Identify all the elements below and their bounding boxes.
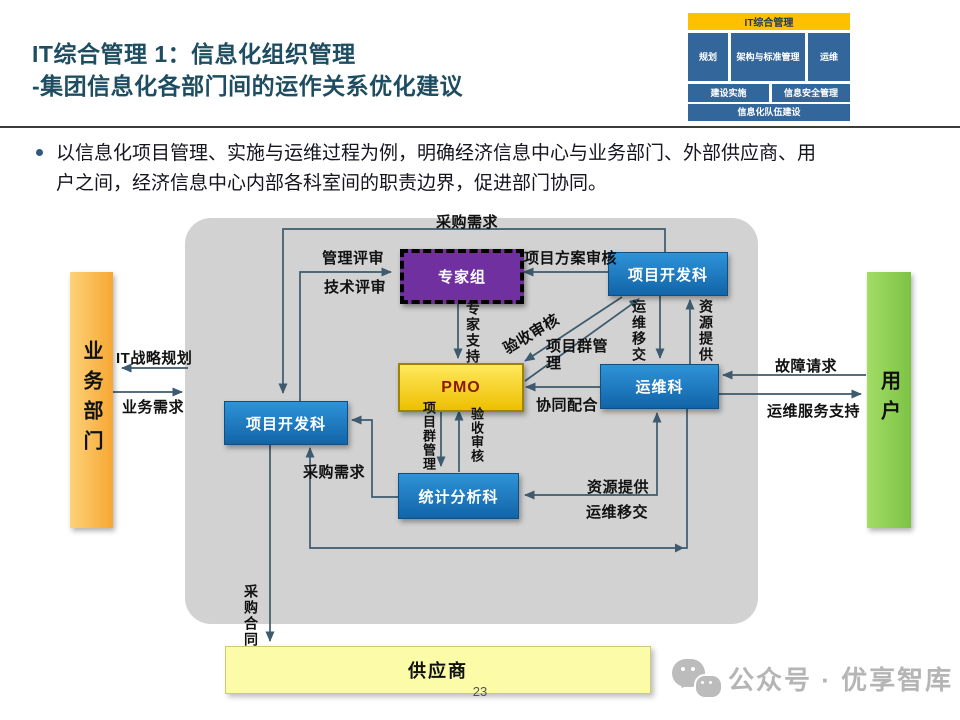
label-procurement-demand-top: 采购需求 (436, 214, 499, 231)
wechat-eye (709, 681, 712, 684)
mini-box-construction: 建设实施 (688, 84, 769, 102)
node-ops: 运维科 (600, 364, 719, 409)
intro-text: 以信息化项目管理、实施与运维过程为例，明确经济信息中心与业务部门、外部供应商、用… (56, 139, 922, 199)
label-fault-request: 故障请求 (775, 358, 838, 375)
node-business-dept: 业务部门 (70, 272, 113, 528)
label-program-mgmt-diag: 项目群管理 (546, 338, 609, 372)
label-business-demand: 业务需求 (122, 399, 185, 416)
page-title-line2: -集团信息化各部门间的运作关系优化建议 (32, 73, 464, 99)
mini-box-architecture: 架构与标准管理 (731, 33, 805, 81)
label-procurement-demand-mid: 采购需求 (303, 464, 366, 481)
label-scheme-review: 项目方案审核 (524, 250, 618, 267)
mini-box-security: 信息安全管理 (772, 84, 850, 102)
page-title: IT综合管理 1：信息化组织管理 -集团信息化各部门间的运作关系优化建议 (32, 38, 463, 102)
wechat-eye (691, 667, 695, 671)
node-project-dev-left: 项目开发科 (224, 401, 348, 445)
it-mgmt-mini-chart: IT综合管理 规划 架构与标准管理 运维 建设实施 信息安全管理 信息化队伍建设 (688, 13, 850, 121)
node-user: 用户 (867, 272, 911, 528)
wechat-bubble-tail (699, 692, 709, 702)
wechat-eye (681, 667, 685, 671)
wechat-icon (672, 657, 724, 703)
wechat-bubble-small (694, 674, 723, 699)
intro-line2: 户之间，经济信息中心内部各科室间的职责边界，促进部门协同。 (56, 173, 608, 194)
label-resource-provision-bottom: 资源提供 (587, 479, 650, 496)
bullet-dot (36, 149, 43, 156)
node-project-dev-top: 项目开发科 (608, 252, 728, 296)
label-ops-service-support: 运维服务支持 (767, 403, 861, 420)
label-procurement-contract: 采购合同 (243, 584, 259, 648)
mini-box-ops: 运维 (808, 33, 850, 81)
label-it-strategy: IT战略规划 (116, 350, 193, 367)
mini-chart-row1: 规划 架构与标准管理 运维 (688, 33, 850, 81)
node-pmo: PMO (398, 363, 524, 412)
intro-line1: 以信息化项目管理、实施与运维过程为例，明确经济信息中心与业务部门、外部供应商、用 (56, 143, 817, 164)
mini-chart-header: IT综合管理 (688, 13, 850, 30)
label-tech-review: 技术评审 (324, 279, 387, 296)
label-resource-provision-top: 资源提供 (698, 299, 714, 363)
mini-chart-row2: 建设实施 信息安全管理 (688, 84, 850, 102)
label-expert-support: 专家支持 (465, 301, 481, 365)
node-expert-group: 专家组 (400, 249, 524, 304)
node-supplier: 供应商 (225, 646, 651, 694)
wechat-bubble-tail (675, 681, 689, 695)
label-collaboration: 协同配合 (536, 397, 599, 414)
label-ops-handover-top: 运维移交 (631, 299, 647, 363)
label-ops-handover-bottom: 运维移交 (586, 504, 649, 521)
wechat-eye (701, 681, 704, 684)
page-title-line1: IT综合管理 1：信息化组织管理 (32, 41, 356, 67)
label-mgmt-review: 管理评审 (322, 250, 385, 267)
page-number: 23 (472, 684, 488, 699)
watermark-text: 公众号 · 优享智库 (728, 665, 954, 695)
label-program-mgmt-v: 项目群管理 (421, 401, 436, 471)
node-stats: 统计分析科 (398, 473, 519, 519)
label-acceptance-review-v: 验收审核 (469, 407, 484, 463)
mini-box-team: 信息化队伍建设 (688, 104, 850, 121)
mini-box-planning: 规划 (688, 33, 728, 81)
header-divider (0, 126, 960, 128)
